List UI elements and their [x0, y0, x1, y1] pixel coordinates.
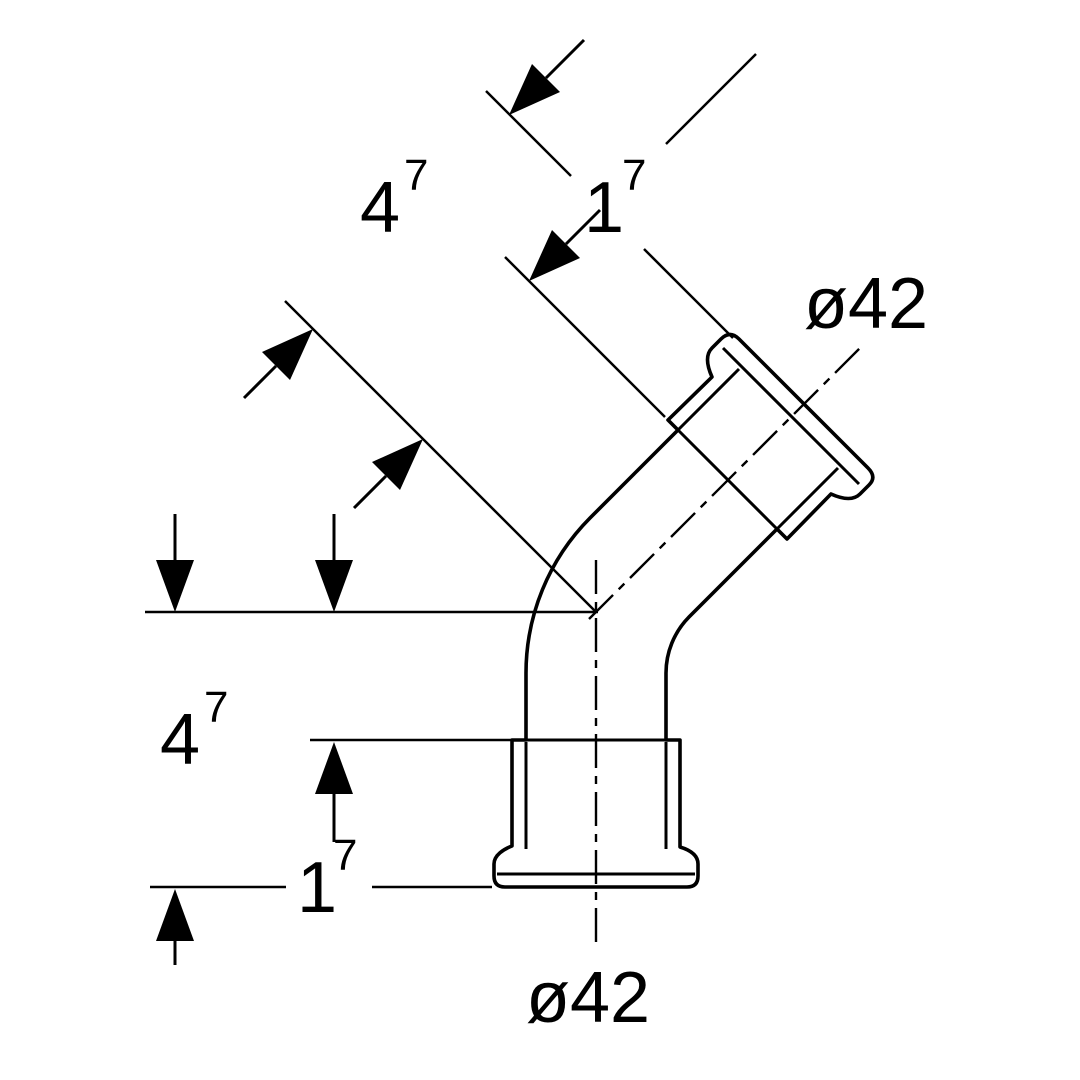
diameter-label-bottom: ø42	[526, 958, 650, 1038]
dimension-arrows	[156, 38, 602, 965]
centerline-diagonal	[588, 345, 863, 620]
dimension-label-top-center-superscript: 7	[622, 151, 646, 200]
arrow-sw-top	[509, 38, 586, 115]
centerlines	[588, 345, 863, 944]
diagonal-dimension-line-upper	[665, 53, 757, 145]
dimension-lines	[145, 53, 757, 889]
arrow-sw-mid	[529, 208, 602, 281]
arrowhead-down-right	[315, 560, 353, 612]
arrow-shaft-ne-outer	[242, 364, 278, 400]
upper-face-extension-line-b	[485, 90, 572, 177]
upper-socket-inner-wall-right	[775, 466, 840, 531]
dimension-label-bottom-left-superscript: 7	[204, 683, 228, 732]
upper-face-extension-line-a	[643, 248, 734, 339]
dimension-label-top-left: 4	[360, 168, 400, 248]
center-diagonal-extension-line	[284, 300, 597, 613]
arrowhead-ne-outer	[262, 329, 313, 380]
dimension-label-top-left-superscript: 7	[404, 151, 428, 200]
diameter-label-top-right: ø42	[804, 264, 928, 344]
arrow-ne-outer	[242, 329, 313, 400]
arrow-down-right	[315, 514, 353, 612]
arrowhead-sw-mid	[529, 230, 580, 281]
upper-stop-extension-line	[504, 256, 666, 418]
arrow-ne-inner	[352, 439, 423, 510]
arrow-shaft-sw-mid	[564, 208, 602, 246]
dimension-label-bottom-lower-left-superscript: 7	[333, 831, 357, 880]
arrowhead-up-face	[156, 889, 194, 941]
arrowhead-sw-top	[509, 64, 560, 115]
upper-socket-inner-wall-left	[676, 367, 741, 432]
arrow-down-left	[156, 514, 194, 612]
dimension-labels: 4 7 1 7 ø42 4 7 1 7 ø42	[160, 151, 928, 1038]
dimension-label-bottom-lower-left: 1	[297, 848, 337, 928]
arrow-shaft-sw-top	[544, 38, 586, 80]
pipe-fitting	[492, 332, 875, 889]
dimension-label-top-center: 1	[584, 168, 624, 248]
arrowhead-down-left	[156, 560, 194, 612]
upper-socket-mouth-lip-line	[721, 346, 861, 486]
arrowhead-ne-inner	[372, 439, 423, 490]
arrow-up-stop	[315, 742, 353, 842]
dimension-label-bottom-left: 4	[160, 700, 200, 780]
fitting-outline	[492, 332, 875, 889]
arrow-shaft-ne-inner	[352, 474, 388, 510]
arrow-up-face	[156, 889, 194, 965]
arrowhead-up-stop	[315, 742, 353, 794]
